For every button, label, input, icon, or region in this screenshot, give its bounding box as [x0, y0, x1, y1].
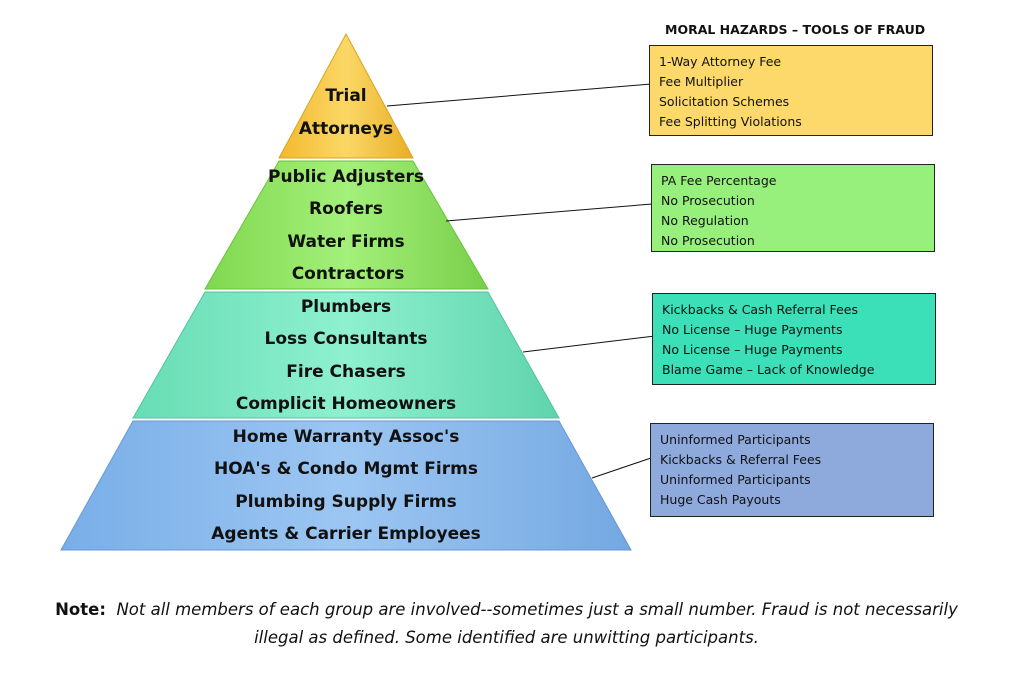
pyramid-tier-1	[278, 32, 414, 159]
tier-3-label-4: Complicit Homeowners	[235, 394, 457, 414]
footnote-text-1: Not all members of each group are involv…	[116, 600, 958, 619]
hazard-box-2: PA Fee Percentage No Prosecution No Regu…	[651, 164, 935, 252]
hazard-box-4-item-1: Uninformed Participants	[660, 432, 811, 447]
tier-4-label-4: Agents & Carrier Employees	[211, 524, 481, 544]
footnote: Note: Not all members of each group are …	[0, 596, 1013, 652]
hazard-box-2-item-4: No Prosecution	[661, 233, 755, 248]
connector-line-3	[522, 335, 656, 353]
tier-2-label-2: Roofers	[309, 199, 383, 219]
hazard-box-2-item-2: No Prosecution	[661, 193, 755, 208]
tier-2-label-4: Contractors	[291, 264, 405, 284]
tier-2-label-3: Water Firms	[287, 232, 405, 252]
connector-line-1	[386, 83, 652, 107]
hazard-box-1: 1-Way Attorney Fee Fee Multiplier Solici…	[649, 45, 933, 136]
footnote-label: Note:	[55, 600, 106, 619]
hazard-box-1-item-2: Fee Multiplier	[659, 74, 744, 89]
hazard-box-3-item-1: Kickbacks & Cash Referral Fees	[662, 302, 858, 317]
hazard-box-3-item-2: No License – Huge Payments	[662, 322, 843, 337]
tier-3-label-2: Loss Consultants	[264, 329, 428, 349]
tier-1-label-2: Attorneys	[298, 119, 394, 139]
hazard-box-4-item-4: Huge Cash Payouts	[660, 492, 781, 507]
hazard-box-4: Uninformed Participants Kickbacks & Refe…	[650, 423, 934, 517]
hazard-box-3-item-3: No License – Huge Payments	[662, 342, 843, 357]
hazard-box-1-item-1: 1-Way Attorney Fee	[659, 54, 782, 69]
hazard-box-2-item-3: No Regulation	[661, 213, 749, 228]
hazard-box-3-item-4: Blame Game – Lack of Knowledge	[662, 362, 875, 377]
pyramid-tier-4	[60, 420, 632, 551]
tier-3-label-1: Plumbers	[300, 297, 392, 317]
footnote-line-1: Note: Not all members of each group are …	[0, 596, 1013, 624]
tier-2-label-1: Public Adjusters	[268, 167, 424, 187]
pyramid-tier-2	[204, 160, 489, 290]
footnote-line-2: illegal as defined. Some identified are …	[0, 624, 1013, 652]
tier-3-label-3: Fire Chasers	[286, 362, 406, 382]
tier-4-label-1: Home Warranty Assoc's	[232, 427, 460, 447]
tier-1-label-1: Trial	[325, 86, 367, 106]
tier-4-label-3: Plumbing Supply Firms	[235, 492, 457, 512]
hazard-box-3: Kickbacks & Cash Referral Fees No Licens…	[652, 293, 936, 385]
connector-line-4	[591, 457, 652, 479]
hazard-box-2-item-1: PA Fee Percentage	[661, 173, 777, 188]
hazard-box-1-item-3: Solicitation Schemes	[659, 94, 790, 109]
connector-line-2	[445, 203, 653, 222]
panel-title: MORAL HAZARDS – TOOLS OF FRAUD	[665, 22, 926, 37]
tier-4-label-2: HOA's & Condo Mgmt Firms	[214, 459, 478, 479]
footnote-text-2: illegal as defined. Some identified are …	[254, 628, 759, 647]
hazard-box-4-item-2: Kickbacks & Referral Fees	[660, 452, 822, 467]
hazard-box-4-item-3: Uninformed Participants	[660, 472, 811, 487]
pyramid-tier-3	[132, 291, 560, 419]
hazard-box-1-item-4: Fee Splitting Violations	[659, 114, 802, 129]
